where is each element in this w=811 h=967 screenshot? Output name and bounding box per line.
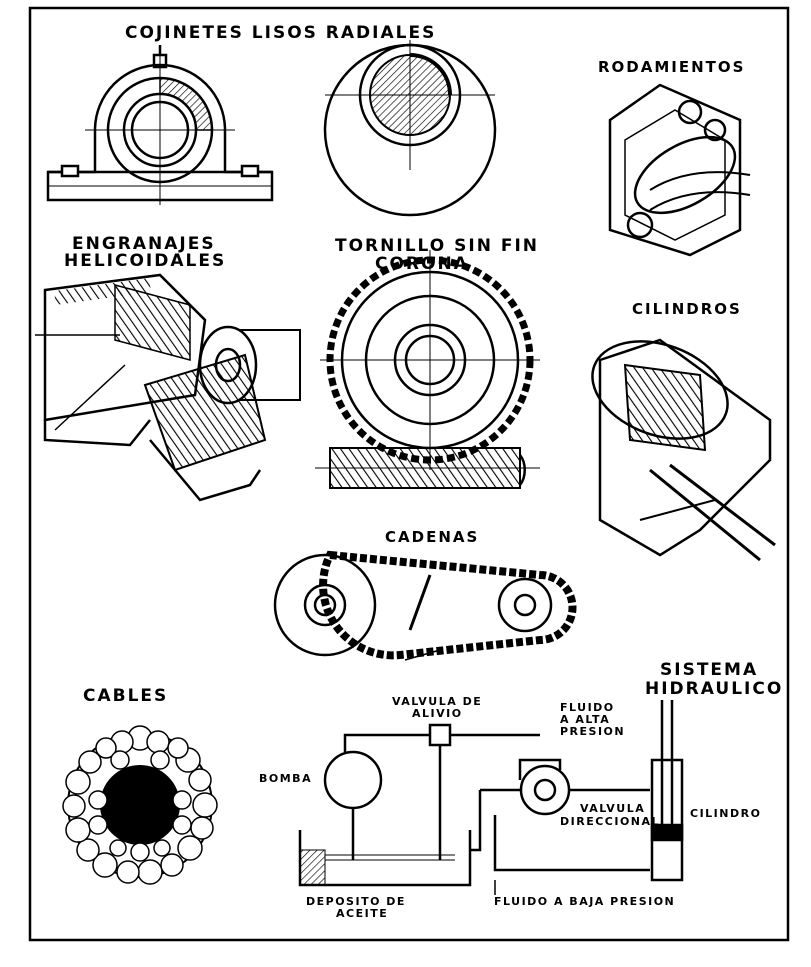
label-cilindro: CILINDRO	[690, 807, 762, 820]
label-cojinetes-lisos-radiales: COJINETES LISOS RADIALES	[125, 23, 437, 43]
label-fluido-alta-1: FLUIDO	[560, 701, 615, 714]
frame-border	[28, 6, 790, 942]
label-aceite: ACEITE	[336, 907, 389, 920]
label-engranajes: ENGRANAJES	[72, 234, 216, 254]
label-bomba: BOMBA	[259, 772, 313, 785]
label-corona: CORONA	[375, 254, 469, 274]
label-deposito-de: DEPOSITO DE	[306, 895, 406, 908]
helical-gears	[35, 273, 301, 502]
label-tornillo-sin-fin: TORNILLO SIN FIN	[335, 236, 540, 256]
label-hidraulico: HIDRAULICO	[645, 679, 784, 699]
label-fluido-baja-presion: FLUIDO A BAJA PRESION	[494, 895, 676, 908]
pillow-block-bearing	[46, 45, 274, 205]
label-valvula-de: VALVULA DE	[392, 695, 483, 708]
label-valvula: VALVULA	[580, 802, 646, 815]
label-sistema: SISTEMA	[660, 660, 759, 680]
label-fluido-alta-3: PRESION	[560, 725, 626, 738]
label-fluido-alta-2: A ALTA	[560, 713, 611, 726]
radial-plain-bearing	[323, 40, 497, 217]
label-direccional: DIRECCIONAL	[560, 815, 661, 828]
label-cables: CABLES	[83, 686, 169, 706]
chain-drive	[273, 550, 577, 661]
label-helicoidales: HELICOIDALES	[64, 251, 227, 271]
label-rodamientos: RODAMIENTOS	[598, 58, 746, 76]
hydraulic-system	[298, 700, 684, 895]
wire-rope	[62, 725, 218, 885]
worm-gear	[315, 250, 540, 489]
hydraulic-cylinder	[591, 338, 776, 562]
label-cilindros: CILINDROS	[632, 300, 742, 318]
label-alivio: ALIVIO	[412, 707, 463, 720]
rolling-bearing	[608, 83, 751, 257]
label-cadenas: CADENAS	[385, 528, 480, 546]
